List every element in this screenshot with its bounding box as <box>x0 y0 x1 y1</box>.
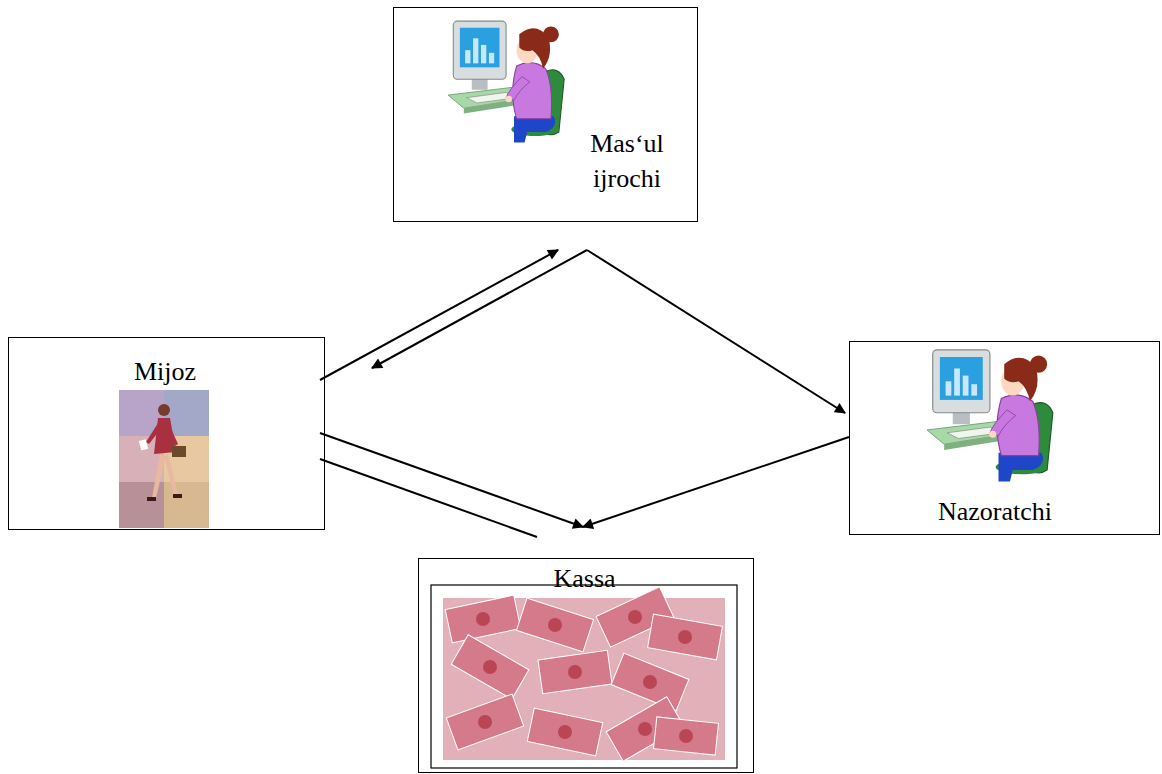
flow-arrow <box>372 250 587 368</box>
node-label: Mas‘ul ijrochi <box>564 126 690 196</box>
money-picture <box>443 587 725 761</box>
worker-icon <box>448 21 564 142</box>
flow-arrow <box>587 250 845 413</box>
flow-arrow <box>320 433 583 527</box>
cash-frame <box>431 585 737 768</box>
executor-box: Mas‘ul ijrochi <box>393 7 698 222</box>
controller-box: Nazoratchi <box>849 341 1160 535</box>
node-label: Nazoratchi <box>900 494 1090 529</box>
client-box: Mijoz <box>8 337 325 530</box>
flow-arrow <box>583 437 849 527</box>
node-label: Kassa <box>419 561 750 596</box>
node-label: Mijoz <box>9 354 321 389</box>
client-picture <box>119 390 209 528</box>
flow-arrow <box>320 250 558 380</box>
worker-icon <box>927 350 1053 482</box>
cash-box: Kassa <box>418 558 754 773</box>
flow-arrow <box>320 459 537 537</box>
